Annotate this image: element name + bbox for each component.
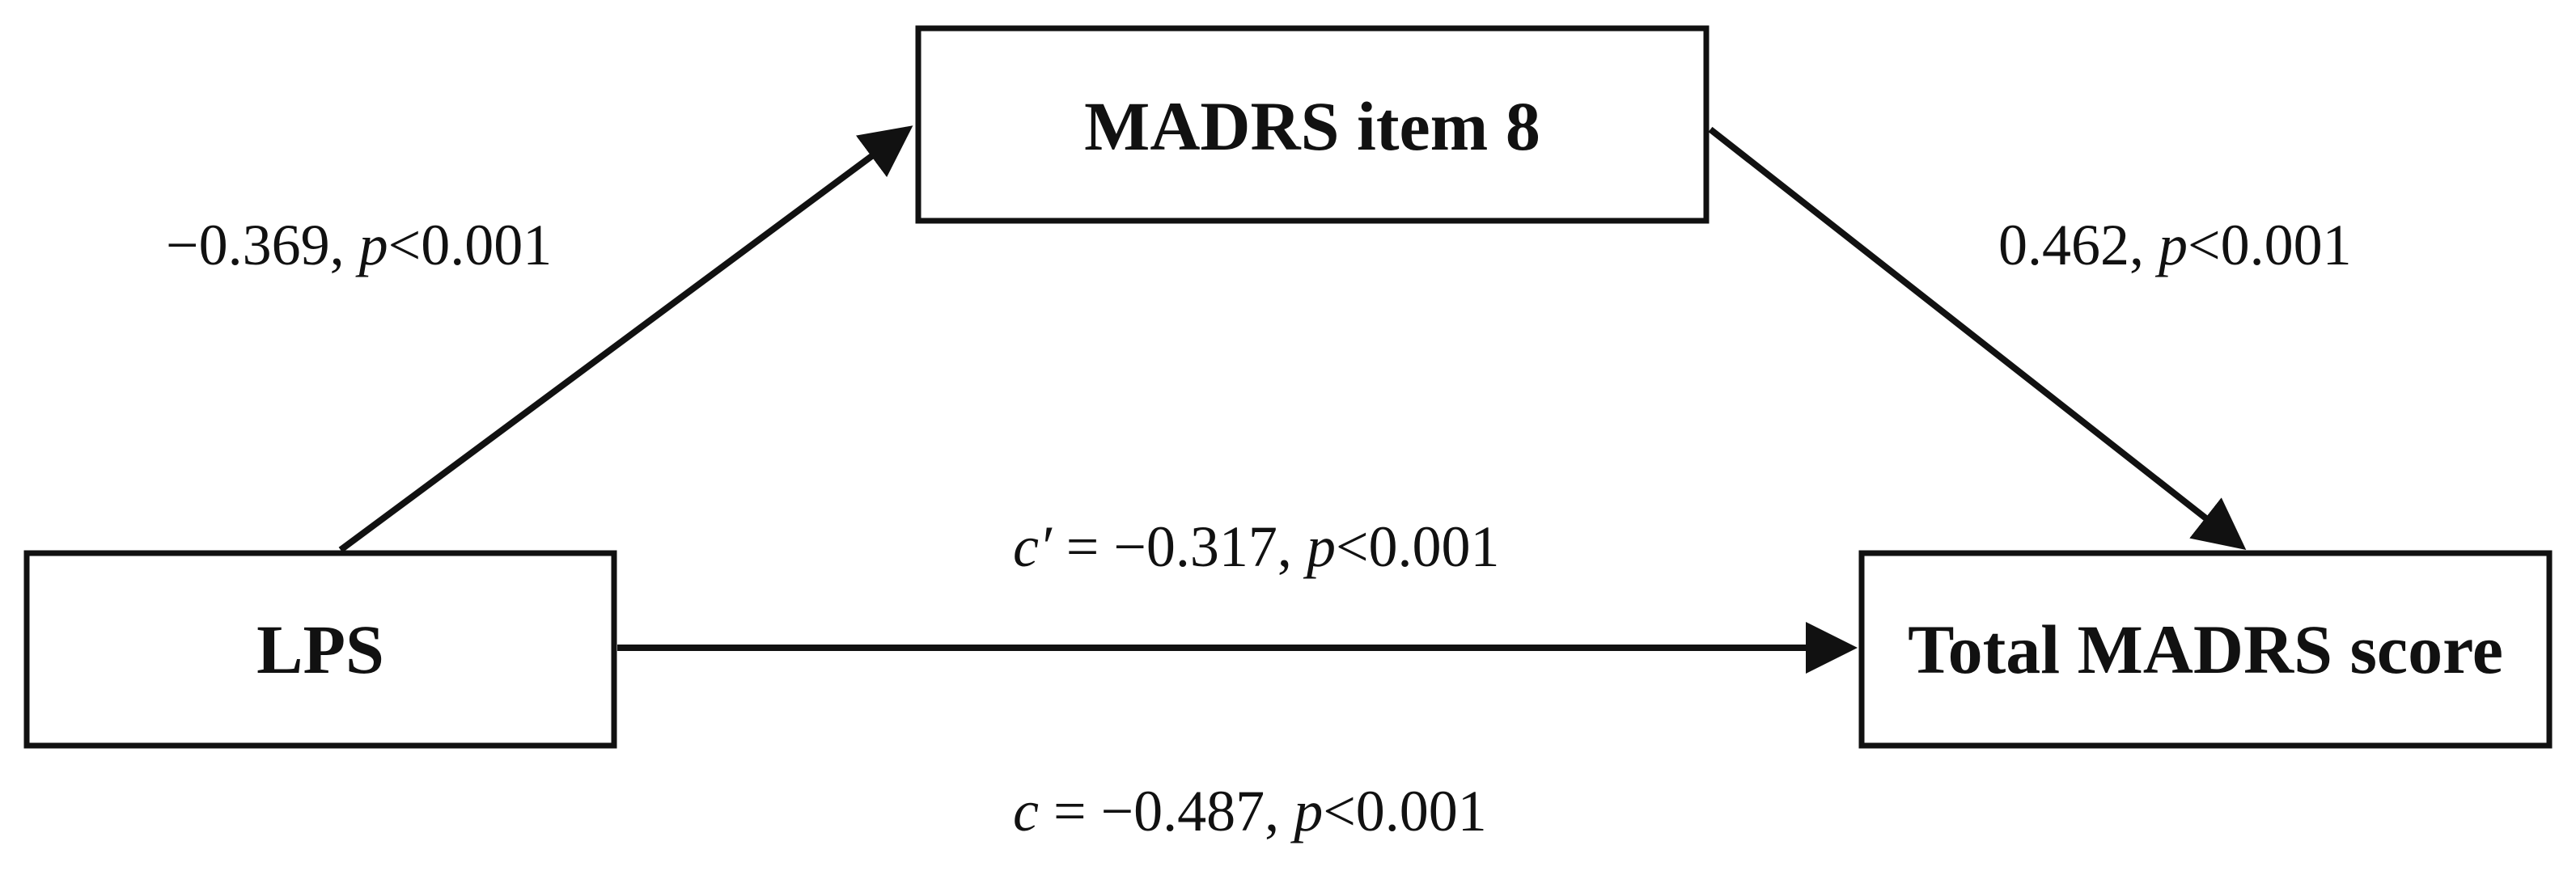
- path-a-p-value: <0.001: [388, 213, 553, 277]
- direct-effect-value: = −0.317,: [1052, 514, 1307, 579]
- path-b-arrow: [1708, 126, 2247, 550]
- total-effect-p-value: <0.001: [1323, 779, 1487, 843]
- mediator-box: [915, 25, 1710, 224]
- predictor-label: LPS: [256, 611, 384, 688]
- total-effect-coefficient: c = −0.487, p<0.001: [1013, 779, 1487, 843]
- path-b-value: 0.462,: [1998, 213, 2159, 277]
- path-a-value: −0.369,: [166, 213, 359, 277]
- direct-effect-label: c′: [1013, 514, 1053, 579]
- total-effect-p-symbol: p: [1290, 779, 1323, 843]
- predictor-box: [23, 550, 617, 749]
- direct-effect-p-value: <0.001: [1336, 514, 1500, 579]
- path-a-coefficient: −0.369, p<0.001: [166, 213, 552, 277]
- path-b-p-value: <0.001: [2188, 213, 2352, 277]
- direct-effect-coefficient: c′ = −0.317, p<0.001: [1013, 514, 1500, 579]
- total-effect-value: = −0.487,: [1039, 779, 1294, 843]
- total-effect-label: c: [1013, 779, 1039, 843]
- outcome-label: Total MADRS score: [1908, 611, 2503, 688]
- path-a-arrow: [338, 125, 913, 553]
- path-b-p-symbol: p: [2154, 213, 2188, 277]
- mediator-label: MADRS item 8: [1084, 87, 1540, 165]
- path-a-p-symbol: p: [355, 213, 388, 277]
- outcome-box: [1858, 550, 2553, 749]
- path-b-coefficient: 0.462, p<0.001: [1998, 213, 2352, 277]
- direct-effect-p-symbol: p: [1303, 514, 1336, 579]
